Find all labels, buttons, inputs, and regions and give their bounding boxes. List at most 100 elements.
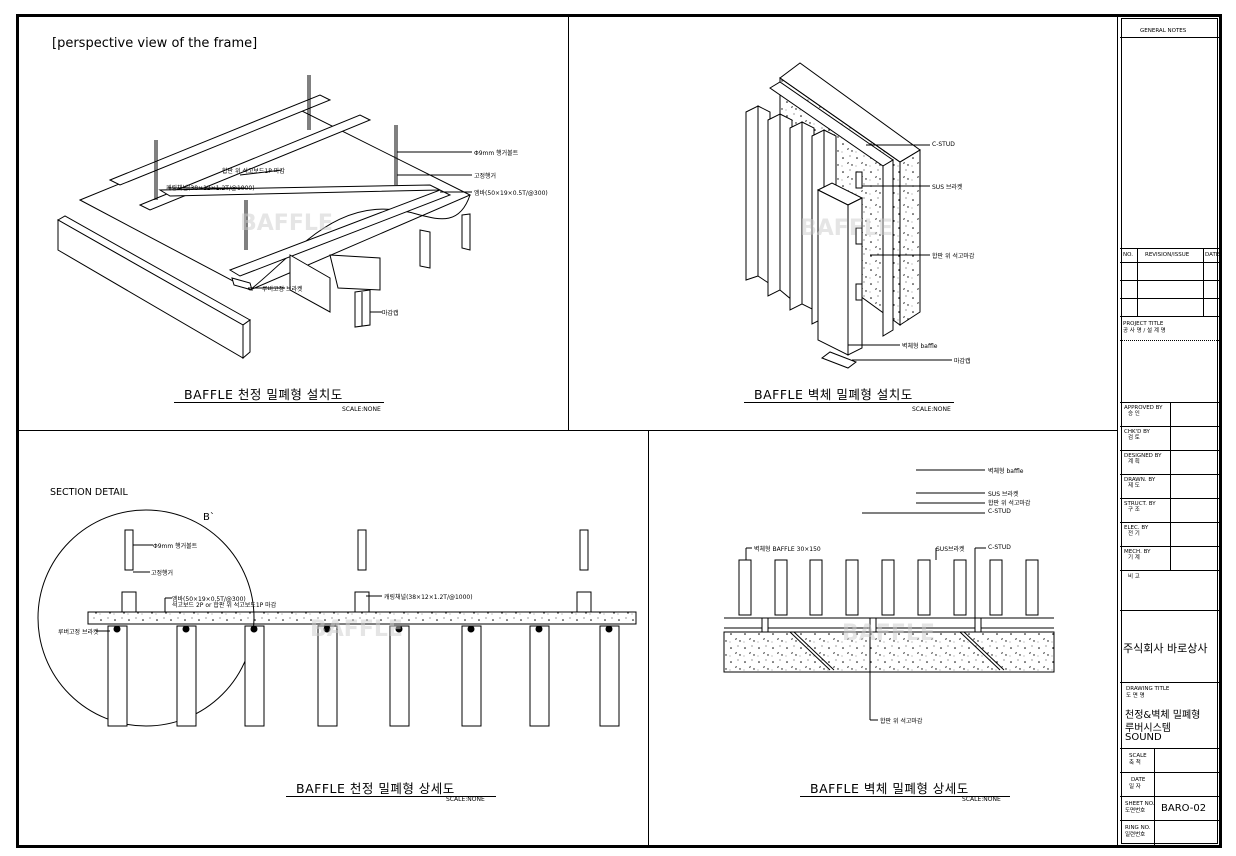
br-label-sus2: SUS브라켓 bbox=[936, 546, 965, 553]
tr-label-sus: SUS 브라켓 bbox=[932, 184, 963, 191]
watermark-tl: BAFFLE bbox=[240, 211, 333, 236]
designed-kr: 계 획 bbox=[1128, 459, 1140, 465]
perspective-heading: [perspective view of the frame] bbox=[52, 36, 258, 51]
watermark-bl: BAFFLE bbox=[310, 617, 403, 642]
br-title: BAFFLE 벽체 밀폐형 상세도 bbox=[810, 781, 969, 796]
bl-title: BAFFLE 천정 밀폐형 상세도 bbox=[296, 781, 455, 796]
tb-vline bbox=[1203, 248, 1204, 316]
tr-label-board: 합판 위 석고마감 bbox=[932, 253, 975, 260]
scale-label: SCALE bbox=[1129, 753, 1147, 759]
tl-scale: SCALE:NONE bbox=[342, 406, 381, 413]
tb-line bbox=[1120, 820, 1219, 821]
checked-kr: 검 토 bbox=[1128, 435, 1140, 441]
sheet-no-kr: 도면번호 bbox=[1125, 808, 1146, 814]
tb-line bbox=[1120, 426, 1219, 427]
project-title-kr: 공 사 명 / 설 계 명 bbox=[1123, 328, 1166, 334]
bl-label-bolt: Φ9mm 행거볼트 bbox=[153, 543, 198, 550]
tl-label-mbar: 엠바(50×19×0.5T/@300) bbox=[474, 190, 548, 197]
title-block bbox=[1117, 16, 1220, 846]
mech-label: MECH. BY bbox=[1124, 549, 1151, 555]
drawing-name-2: 루버시스템 bbox=[1125, 723, 1171, 734]
watermark-tr: BAFFLE bbox=[800, 216, 893, 241]
tb-line bbox=[1120, 522, 1219, 523]
wall-section bbox=[723, 469, 1055, 721]
br-label-cstud: C-STUD bbox=[988, 508, 1011, 515]
tb-line bbox=[1120, 796, 1219, 797]
tr-label-finish: 마감캡 bbox=[954, 358, 971, 365]
detail-mark: B` bbox=[203, 512, 215, 523]
tb-line bbox=[1120, 37, 1219, 38]
br-label-sus: SUS 브라켓 bbox=[988, 491, 1019, 498]
tr-scale: SCALE:NONE bbox=[912, 406, 951, 413]
drawing-title-label: DRAWING TITLE bbox=[1126, 686, 1170, 692]
tb-vline bbox=[1154, 748, 1155, 846]
br-label-board-top: 합판 위 석고마감 bbox=[988, 500, 1031, 507]
tl-title-underline bbox=[174, 402, 384, 403]
general-notes-label: GENERAL NOTES bbox=[1140, 28, 1187, 34]
bl-label-bracket: 루버고정 브라켓 bbox=[58, 629, 99, 636]
br-scale: SCALE:NONE bbox=[962, 796, 1001, 803]
bl-label-mbar: 엠바(50×19×0.5T/@300) bbox=[172, 596, 246, 603]
bl-label-board: 석고보드 2P or 합판 위 석고보드1P 마감 bbox=[172, 602, 277, 609]
struct-label: STRUCT. BY bbox=[1124, 501, 1156, 507]
sheet-no-label: SHEET NO. bbox=[1125, 801, 1155, 807]
drawing-title-kr: 도 면 명 bbox=[1126, 693, 1145, 699]
drawing-name-1: 천정&벽체 밀폐형 bbox=[1125, 710, 1201, 721]
tb-line bbox=[1120, 280, 1219, 281]
sheet-number: BARO-02 bbox=[1161, 803, 1207, 814]
tl-title: BAFFLE 천정 밀폐형 설치도 bbox=[184, 387, 343, 402]
watermark-br: BAFFLE bbox=[842, 621, 935, 646]
date-label: DATE bbox=[1131, 777, 1146, 783]
divider-title-block bbox=[1117, 16, 1118, 846]
tb-line bbox=[1120, 248, 1219, 249]
bl-label-hanger: 고정행거 bbox=[151, 570, 174, 577]
br-label-cstud2: C-STUD bbox=[988, 544, 1011, 551]
mech-kr: 기 계 bbox=[1128, 555, 1140, 561]
tb-line bbox=[1120, 316, 1219, 317]
company-name: 주식회사 바로상사 bbox=[1123, 642, 1208, 655]
divider-middle bbox=[18, 430, 1117, 431]
tb-line bbox=[1120, 262, 1219, 263]
tl-label-board: 합판 위 석고보드1P 마감 bbox=[222, 168, 285, 175]
tb-line bbox=[1120, 570, 1219, 571]
tb-line bbox=[1120, 450, 1219, 451]
rev-date-label: DATE bbox=[1205, 252, 1220, 258]
tr-label-cstud: C-STUD bbox=[932, 141, 955, 148]
ring-no-kr: 일련번호 bbox=[1125, 832, 1146, 838]
bl-title-underline bbox=[286, 796, 496, 797]
tr-title-underline bbox=[744, 402, 954, 403]
struct-kr: 구 조 bbox=[1128, 507, 1140, 513]
tl-label-hanger: 고정행거 bbox=[474, 173, 497, 180]
tr-title: BAFFLE 벽체 밀폐형 설치도 bbox=[754, 387, 913, 402]
remark-label: 비 고 bbox=[1128, 574, 1140, 580]
tb-line bbox=[1120, 772, 1219, 773]
tr-label-baffle: 벽체형 baffle bbox=[902, 343, 938, 350]
approved-kr: 승 인 bbox=[1128, 411, 1140, 417]
wall-perspective bbox=[745, 62, 952, 369]
rev-no-label: NO. bbox=[1123, 252, 1133, 258]
tb-line bbox=[1120, 498, 1219, 499]
scale-kr: 축 척 bbox=[1129, 760, 1141, 766]
designed-label: DESIGNED BY bbox=[1124, 453, 1162, 459]
approved-label: APPROVED BY bbox=[1124, 405, 1163, 411]
divider-top-center bbox=[568, 16, 569, 430]
tl-label-carrier: 캐링채널(38×12×1.2T/@1000) bbox=[166, 185, 255, 192]
ceiling-section bbox=[37, 509, 637, 727]
drawn-kr: 제 도 bbox=[1128, 483, 1140, 489]
br-label-baffle-size: 벽체형 BAFFLE 30×150 bbox=[754, 546, 821, 553]
section-detail-heading: SECTION DETAIL bbox=[50, 487, 128, 498]
tl-label-bracket: 루버고정 브라켓 bbox=[262, 286, 303, 293]
br-label-baffle: 벽체형 baffle bbox=[988, 468, 1024, 475]
tb-line bbox=[1120, 610, 1219, 611]
date-kr: 일 자 bbox=[1129, 784, 1141, 790]
tb-vline bbox=[1137, 248, 1138, 316]
ring-no-label: RING NO. bbox=[1125, 825, 1151, 831]
drawn-label: DRAWN. BY bbox=[1124, 477, 1156, 483]
bl-label-carrier: 캐링채널(38×12×1.2T/@1000) bbox=[384, 594, 473, 601]
tb-line bbox=[1120, 402, 1219, 403]
tl-label-bolt: Φ9mm 행거볼트 bbox=[474, 150, 519, 157]
drawing-sheet bbox=[16, 14, 1222, 848]
tb-line bbox=[1120, 682, 1219, 683]
br-label-board: 합판 위 석고마감 bbox=[880, 718, 923, 725]
tb-line bbox=[1120, 340, 1219, 341]
